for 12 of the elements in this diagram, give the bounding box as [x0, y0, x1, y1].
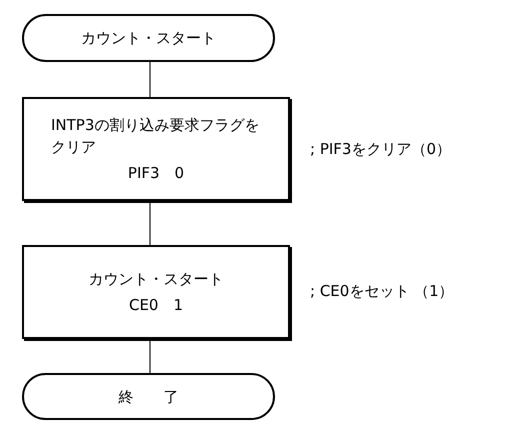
process-box: [22, 245, 290, 339]
comment-text: ; PIF3をクリア（0）: [310, 140, 452, 159]
step-text: CE0 1: [128, 295, 184, 316]
step-text: PIF3 0: [128, 163, 184, 184]
process-box: [22, 97, 290, 201]
step-text: カウント・スタート: [81, 28, 216, 49]
step-text: カウント・スタート: [88, 269, 224, 290]
terminal-box: [22, 14, 275, 62]
comment-text: ; CE0をセット （1）: [310, 282, 454, 301]
step-text: 終 了: [118, 386, 178, 408]
step-text: INTP3の割り込み要求フラグをクリア: [51, 115, 260, 158]
terminal-box: [22, 373, 275, 420]
